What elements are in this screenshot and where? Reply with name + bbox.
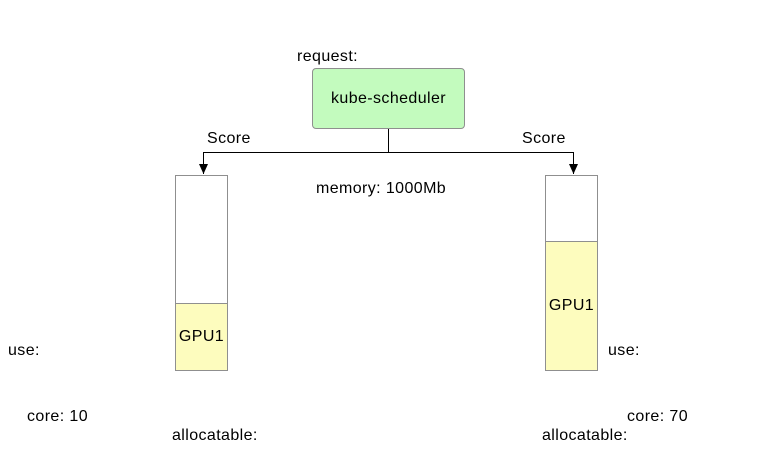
gpu-label: GPU1: [178, 328, 225, 345]
score-label-left: Score: [207, 130, 251, 147]
request-title: request:: [297, 48, 359, 65]
node-left: GPU1: [175, 175, 228, 371]
gpu-block-right: GPU1: [545, 241, 598, 371]
use-core: core: 10: [27, 408, 89, 425]
kube-scheduler-node: kube-scheduler: [312, 68, 465, 129]
use-core: core: 70: [627, 408, 689, 425]
score-label-right: Score: [522, 130, 566, 147]
node-right-use-block: use: core: 70 memory: 6000Mb: [608, 296, 757, 453]
node-right-allocatable-block: allocatable: core: 100 memory: 8000Mb: [542, 381, 691, 453]
node-left-allocatable-block: allocatable: core: 100 memory: 8000Mb: [172, 381, 321, 453]
use-title: use:: [608, 342, 640, 359]
gpu-label: GPU1: [548, 297, 595, 314]
gpu-block-left: GPU1: [175, 303, 228, 371]
request-memory: memory: 1000Mb: [316, 180, 447, 197]
use-title: use:: [8, 342, 40, 359]
allocatable-title: allocatable:: [172, 427, 258, 444]
node-right: GPU1: [545, 175, 598, 371]
kube-scheduler-label: kube-scheduler: [331, 89, 446, 107]
node-left-use-block: use: core: 10 memory: 2000Mb: [8, 296, 157, 453]
allocatable-title: allocatable:: [542, 427, 628, 444]
